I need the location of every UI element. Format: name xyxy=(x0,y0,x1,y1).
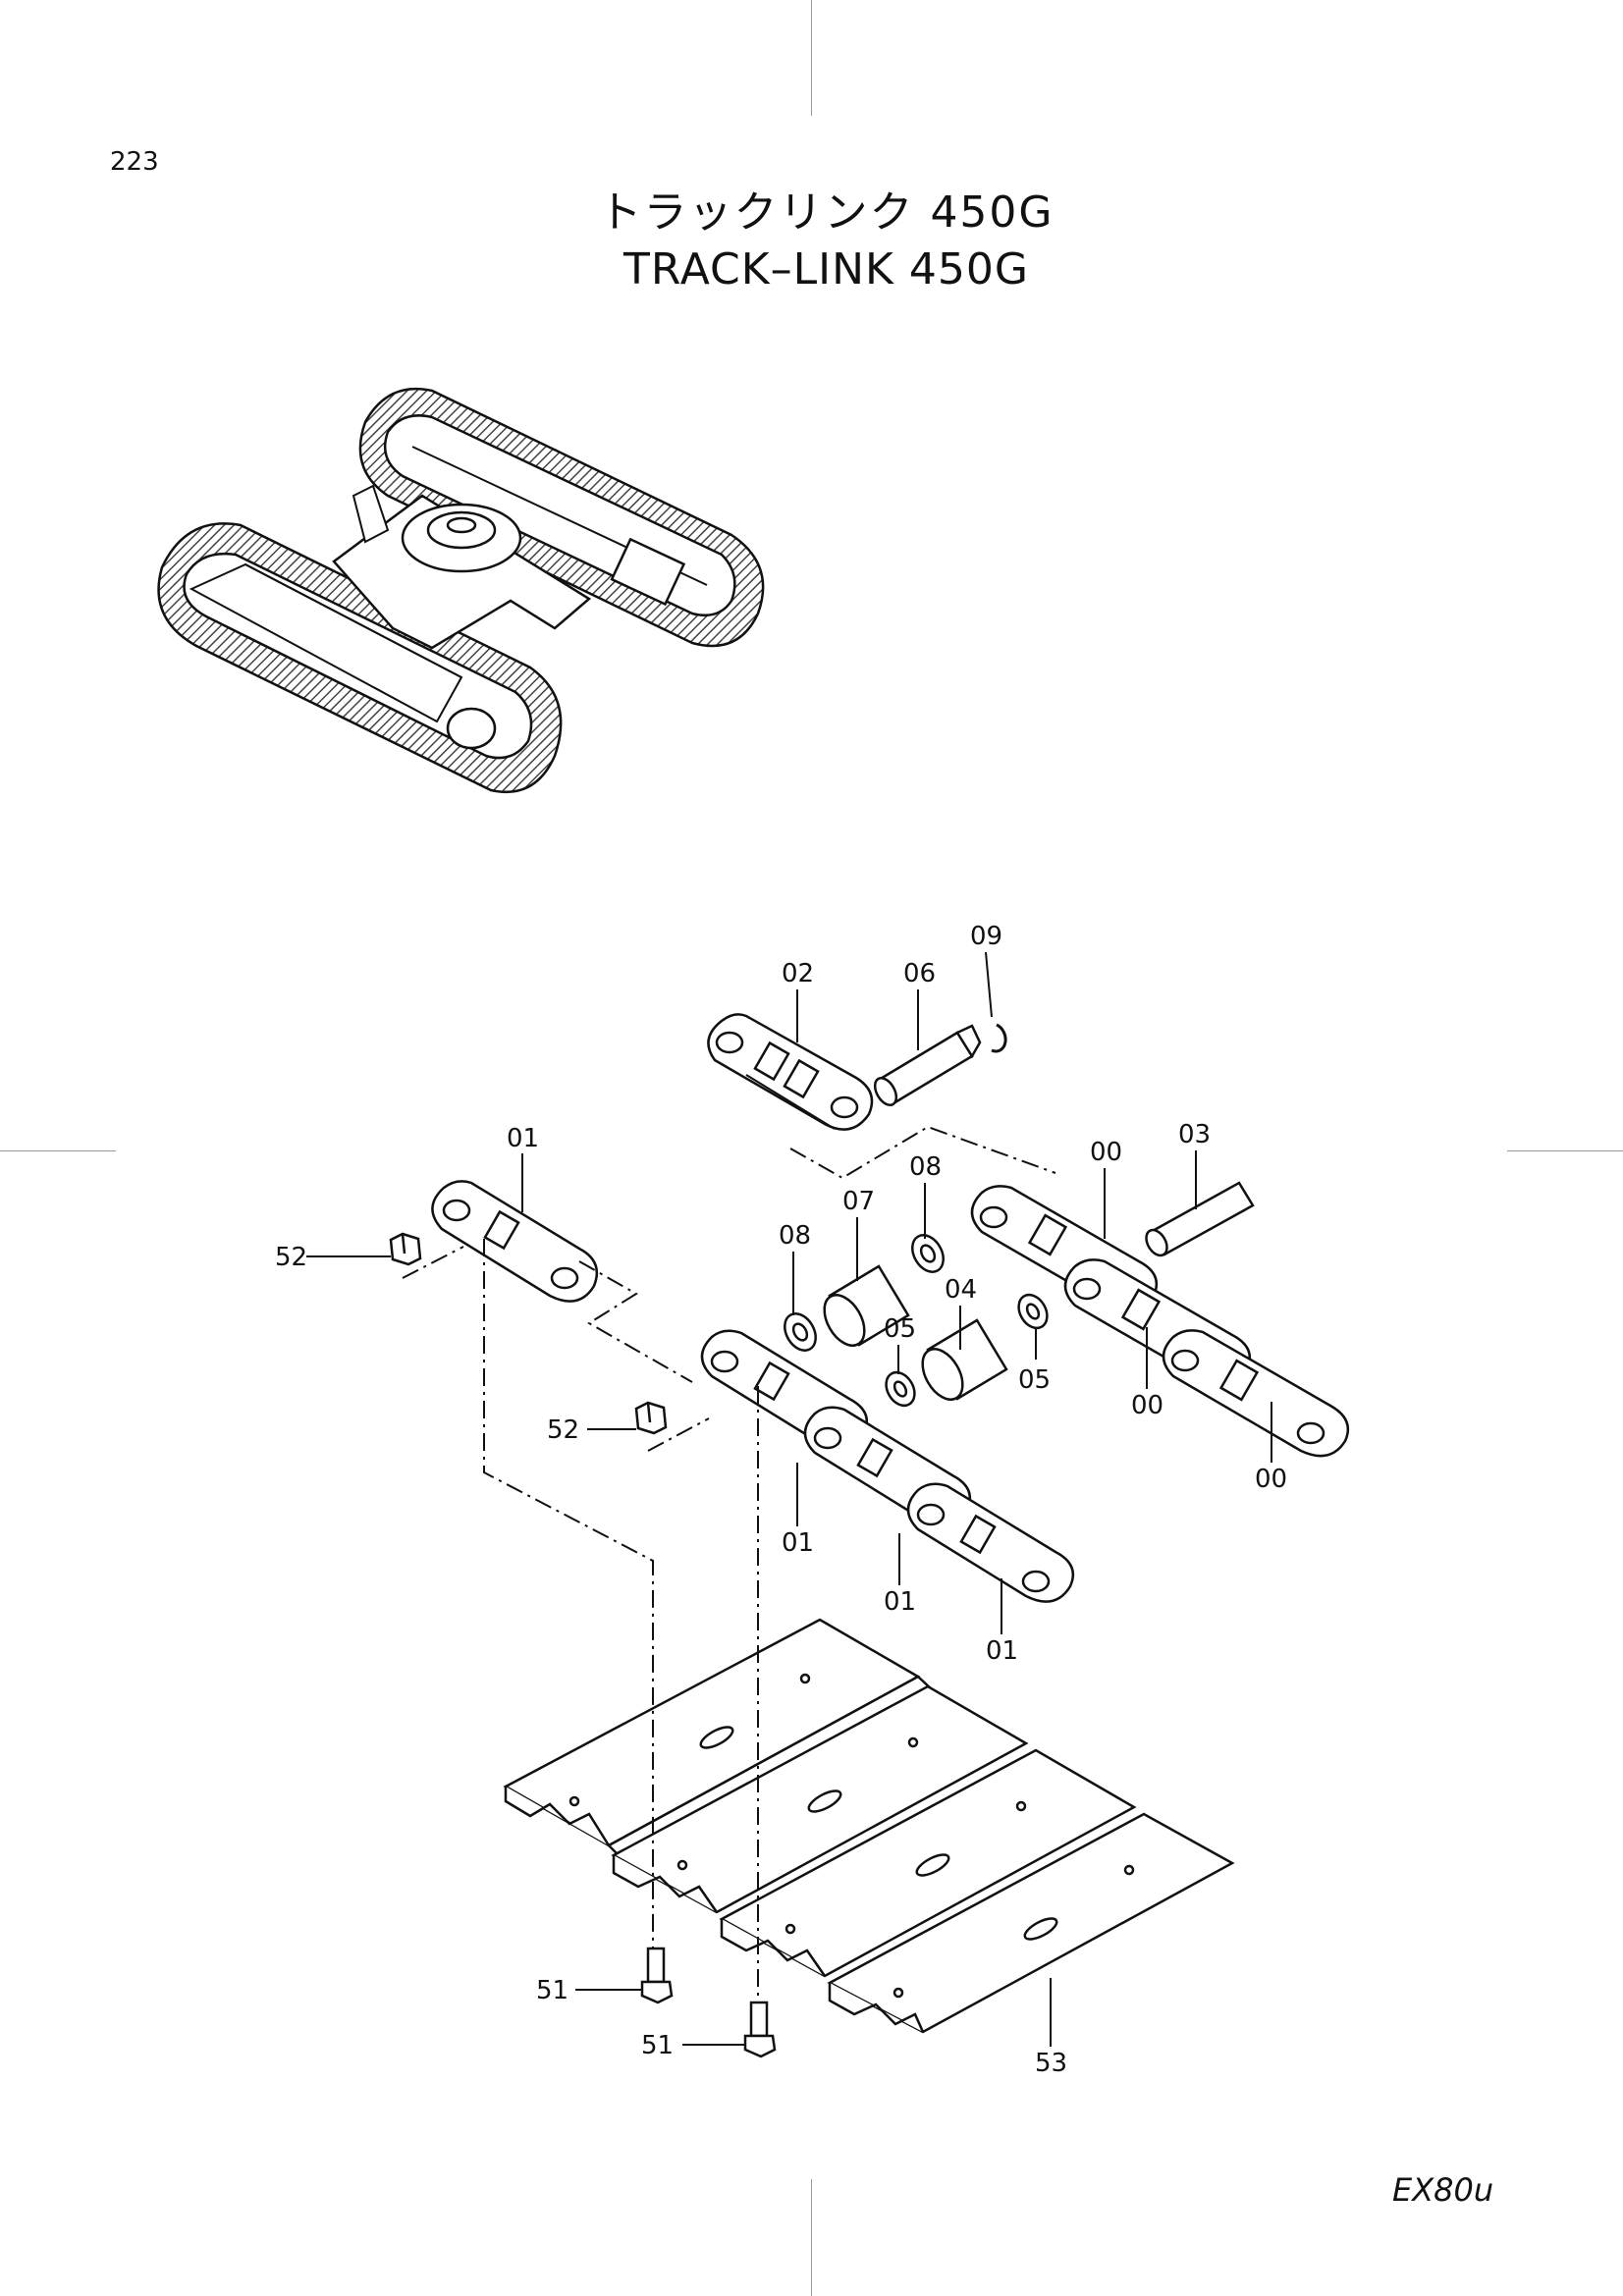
leader-lines xyxy=(306,951,1272,2047)
page-number: 223 xyxy=(110,147,159,177)
callout-51-upper: 51 xyxy=(536,1976,568,2005)
callout-07: 07 xyxy=(842,1187,875,1216)
callout-00-lower: 00 xyxy=(1255,1465,1287,1494)
seal-05-right xyxy=(1017,1293,1049,1330)
callout-05-left: 05 xyxy=(884,1314,916,1344)
callout-01-chain-a: 01 xyxy=(782,1528,814,1558)
crop-mark-top xyxy=(811,0,812,116)
callout-00-upper: 00 xyxy=(1090,1138,1122,1167)
callout-labels: 09 02 06 01 00 03 08 07 52 08 04 05 05 0… xyxy=(275,922,1287,2078)
callout-09: 09 xyxy=(970,922,1002,951)
assembly-lines xyxy=(402,1125,1056,2002)
bolt-51-upper xyxy=(640,1947,674,2004)
page-title-english: TRACK–LINK 450G xyxy=(623,244,1029,294)
crop-mark-bottom xyxy=(811,2179,812,2296)
callout-08-left: 08 xyxy=(779,1221,811,1251)
nut-52-lower xyxy=(634,1401,668,1435)
seal-08-left xyxy=(784,1312,817,1352)
callout-06: 06 xyxy=(903,959,936,988)
callout-52-lower: 52 xyxy=(547,1415,579,1445)
callout-02: 02 xyxy=(782,959,814,988)
callout-03: 03 xyxy=(1178,1120,1211,1149)
callout-05-right: 05 xyxy=(1018,1365,1051,1395)
pin-06 xyxy=(873,1024,982,1106)
callout-04: 04 xyxy=(945,1275,977,1305)
callout-08-right: 08 xyxy=(909,1152,942,1182)
callout-01-chain-c: 01 xyxy=(986,1636,1018,1666)
callout-01-chain-b: 01 xyxy=(884,1587,916,1617)
link-01-upper xyxy=(431,1180,599,1303)
undercarriage-illustration xyxy=(157,387,765,794)
link-00-chain xyxy=(970,1185,1350,1458)
link-02 xyxy=(707,1013,874,1131)
track-shoes-53 xyxy=(503,1618,1235,2034)
seal-05-left xyxy=(885,1370,916,1408)
nut-52-upper xyxy=(389,1232,422,1266)
callout-53: 53 xyxy=(1035,2049,1067,2078)
seal-08-right xyxy=(911,1234,945,1273)
title-block: トラックリンク 450G TRACK–LINK 450G xyxy=(0,185,1623,298)
link-01-chain xyxy=(700,1329,1075,1603)
callout-52-upper: 52 xyxy=(275,1243,307,1272)
page-title-japanese: トラックリンク 450G xyxy=(598,187,1055,238)
bushing-07 xyxy=(823,1264,910,1347)
bushing-04 xyxy=(921,1318,1008,1401)
crop-mark-right xyxy=(1507,1150,1623,1151)
callout-00-middle: 00 xyxy=(1131,1391,1163,1420)
pin-03 xyxy=(1145,1181,1255,1257)
crop-mark-left xyxy=(0,1150,116,1151)
snap-ring-09 xyxy=(991,1023,1007,1053)
model-code: EX80u xyxy=(1392,2171,1494,2209)
callout-51-lower: 51 xyxy=(641,2031,674,2060)
callout-01-upper: 01 xyxy=(507,1124,539,1153)
bolt-51-lower xyxy=(743,2001,777,2058)
